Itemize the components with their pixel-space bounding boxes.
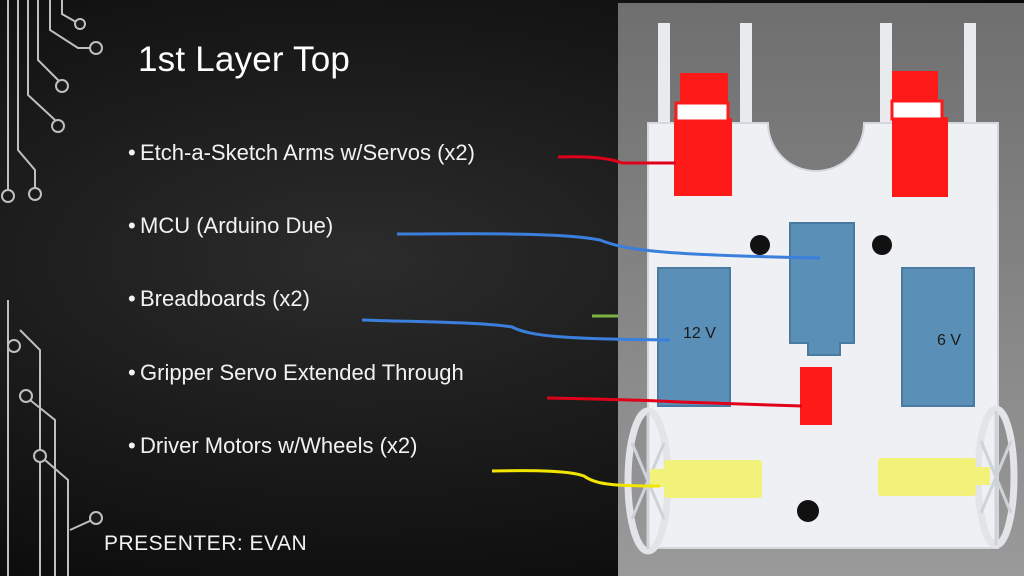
presenter-footer: PRESENTER: EVAN	[104, 532, 308, 555]
right-rail	[964, 23, 976, 138]
slide-title: 1st Layer Top	[138, 40, 351, 79]
right-arm-servo	[890, 71, 948, 197]
left-rail-inner	[740, 23, 752, 138]
left-motor-shaft	[650, 469, 666, 487]
gripper-servo	[800, 367, 832, 425]
right-board-voltage-label: 6 V	[937, 332, 962, 349]
bullet-arms: •Etch-a-Sketch Arms w/Servos (x2)	[128, 140, 475, 166]
bullet-mcu: •MCU (Arduino Due)	[128, 213, 333, 239]
left-arm-servo	[674, 73, 732, 196]
bullet-gripper: •Gripper Servo Extended Through	[128, 360, 464, 386]
circuit-decoration	[1, 0, 103, 576]
bullet-motors: •Driver Motors w/Wheels (x2)	[128, 433, 417, 459]
left-board-voltage-label: 12 V	[683, 325, 716, 342]
bullet-text: Etch-a-Sketch Arms w/Servos (x2)	[140, 140, 475, 165]
bullet-marker: •	[128, 433, 136, 458]
bullet-marker: •	[128, 286, 136, 311]
mount-hole	[797, 500, 819, 522]
bullet-text: Gripper Servo Extended Through	[140, 360, 464, 385]
bullet-marker: •	[128, 213, 136, 238]
bullet-text: Driver Motors w/Wheels (x2)	[140, 433, 418, 458]
mount-hole	[750, 235, 770, 255]
bullet-marker: •	[128, 360, 136, 385]
bullet-text: Breadboards (x2)	[140, 286, 310, 311]
bullet-breadboards: •Breadboards (x2)	[128, 286, 310, 312]
right-rail-inner	[880, 23, 892, 138]
mcu-board	[789, 222, 855, 356]
right-breadboard	[901, 267, 975, 407]
robot-top-view-diagram	[618, 3, 1024, 576]
right-drive-motor	[878, 458, 976, 496]
left-rail	[658, 23, 670, 138]
bullet-marker: •	[128, 140, 136, 165]
right-motor-shaft	[974, 467, 990, 485]
mount-hole	[872, 235, 892, 255]
bullet-text: MCU (Arduino Due)	[140, 213, 334, 238]
left-drive-motor	[664, 460, 762, 498]
